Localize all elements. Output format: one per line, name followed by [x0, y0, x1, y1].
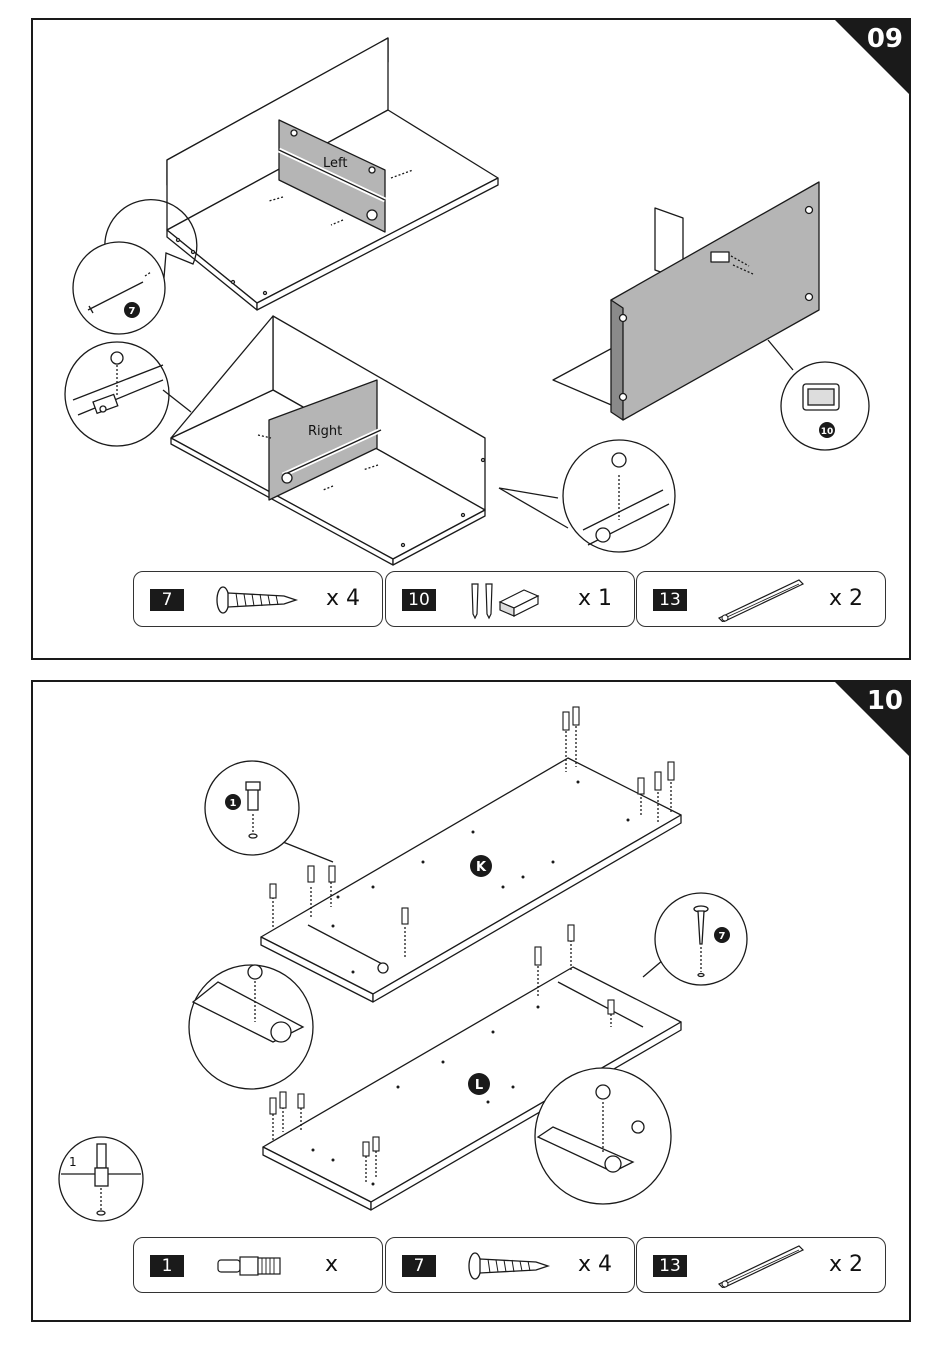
- part-qty: x 1: [578, 586, 612, 611]
- svg-text:10: 10: [821, 427, 834, 437]
- part-code: 13: [653, 1255, 687, 1277]
- part-code: 1: [150, 1255, 184, 1277]
- screw-callout-l: [643, 893, 747, 985]
- step-09-panel: Left 7: [31, 18, 911, 660]
- wood-screw-icon: [214, 578, 304, 622]
- part-code: 7: [402, 1255, 436, 1277]
- cam-callout-marker: 1: [225, 794, 241, 810]
- part-qty: x 4: [326, 586, 360, 611]
- cam-detail-number: 1: [69, 1155, 77, 1169]
- part-code: 10: [402, 589, 436, 611]
- door-panel-assembly: [553, 182, 819, 420]
- part-item-1: 1 x: [133, 1237, 383, 1293]
- slide-detail-callout-right: [499, 440, 675, 552]
- panel-l-marker: L: [468, 1073, 490, 1095]
- part-item-13: 13 x 2: [636, 1237, 886, 1293]
- step-number: 09: [867, 24, 903, 54]
- part-item-13: 13 x 2: [636, 571, 886, 627]
- svg-text:L: L: [475, 1078, 483, 1093]
- cabinet-left-assembly: [167, 38, 498, 310]
- screw-callout-marker: 7: [124, 302, 140, 318]
- left-label: Left: [323, 156, 347, 171]
- cabinet-right-assembly: [171, 316, 485, 565]
- part-qty: x 4: [578, 1252, 612, 1277]
- cam-detail-circle: [59, 1137, 143, 1221]
- magnet-callout-marker: 10: [819, 422, 835, 438]
- cam-dowel-icon: [214, 1244, 304, 1288]
- svg-text:7: 7: [129, 306, 136, 317]
- magnet-catch-icon: [466, 578, 556, 622]
- parts-list: 1 x 7 x 4 13 x 2: [133, 1237, 886, 1295]
- cam-dowel-callout: [205, 761, 333, 862]
- part-code: 13: [653, 589, 687, 611]
- right-label: Right: [308, 424, 342, 439]
- step-number: 10: [867, 686, 903, 716]
- step-09-illustration: Left 7: [33, 20, 911, 660]
- slide-detail-callout-l: [535, 1068, 671, 1204]
- slide-detail-callout: [65, 342, 191, 446]
- step-10-panel: K 1: [31, 680, 911, 1322]
- drawer-slide-icon: [717, 578, 807, 622]
- svg-text:K: K: [476, 860, 487, 875]
- wood-screw-icon: [466, 1244, 556, 1288]
- part-item-7: 7 x 4: [133, 571, 383, 627]
- slide-detail-callout-k: [189, 965, 313, 1089]
- parts-list: 7 x 4 10 x 1 13: [133, 571, 886, 629]
- panel-k-marker: K: [470, 855, 492, 877]
- part-qty: x: [325, 1252, 338, 1277]
- screw-callout-l-marker: 7: [714, 927, 730, 943]
- svg-text:7: 7: [719, 931, 726, 942]
- part-item-7: 7 x 4: [385, 1237, 635, 1293]
- magnet-callout: [768, 340, 869, 450]
- part-qty: x 2: [829, 586, 863, 611]
- drawer-slide-icon: [717, 1244, 807, 1288]
- part-code: 7: [150, 589, 184, 611]
- part-item-10: 10 x 1: [385, 571, 635, 627]
- svg-text:1: 1: [230, 798, 237, 809]
- part-qty: x 2: [829, 1252, 863, 1277]
- step-10-illustration: K 1: [33, 682, 911, 1322]
